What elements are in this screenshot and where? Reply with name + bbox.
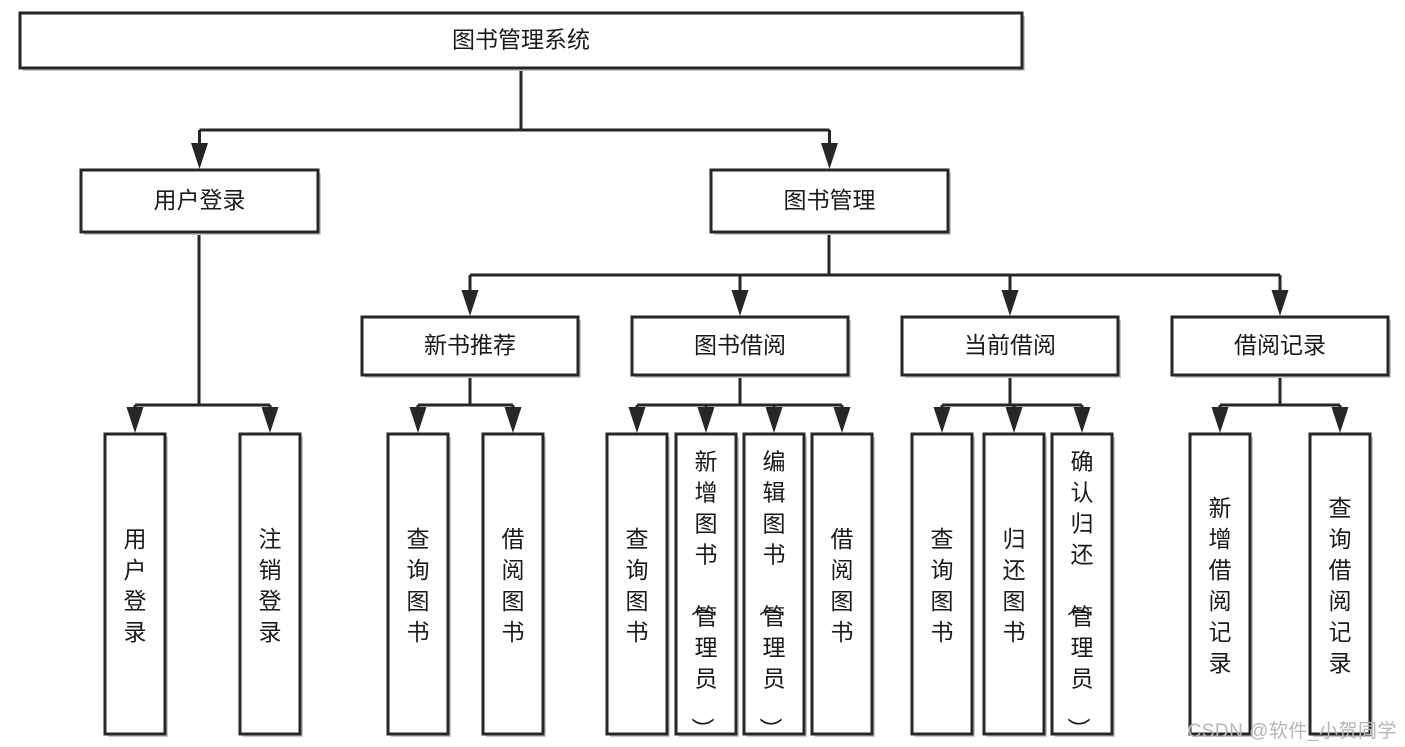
node-box[interactable] <box>982 432 1046 736</box>
node-label: 借阅图书 <box>831 526 854 645</box>
arrow-head-icon <box>1073 407 1091 433</box>
node-new-book-rec[interactable]: 新书推荐 <box>360 315 581 378</box>
node-label: 查询图书 <box>931 526 954 645</box>
node-label: 注销登录 <box>259 526 282 645</box>
node-leaf-query-book-a[interactable]: 查询图书 <box>386 432 451 737</box>
node-box[interactable] <box>810 432 874 736</box>
node-leaf-query-record[interactable]: 查询借阅记录 <box>1308 432 1373 737</box>
arrow-head-icon <box>409 407 427 433</box>
node-box[interactable] <box>1308 432 1372 736</box>
node-label: 新增图书（管理员） <box>690 449 718 741</box>
arrow-head-icon <box>821 143 838 169</box>
node-leaf-query-book-b[interactable]: 查询图书 <box>605 432 670 737</box>
node-label: 新增借阅记录 <box>1209 495 1232 676</box>
arrow-head-icon <box>261 407 279 433</box>
node-root[interactable]: 图书管理系统 <box>18 11 1025 71</box>
node-label: 图书管理系统 <box>452 27 590 53</box>
node-box[interactable] <box>481 432 545 736</box>
node-leaf-confirm-return[interactable]: 确认归还（管理员） <box>1050 432 1115 741</box>
connector-group-current-borrow <box>933 375 1091 433</box>
connector-group-book-manage <box>461 232 1289 316</box>
node-box[interactable] <box>630 315 850 377</box>
arrow-head-icon <box>1005 407 1023 433</box>
node-user-login[interactable]: 用户登录 <box>79 168 321 235</box>
node-leaf-add-record[interactable]: 新增借阅记录 <box>1188 432 1253 737</box>
node-label: 借阅图书 <box>502 526 525 645</box>
node-book-manage[interactable]: 图书管理 <box>709 168 951 235</box>
node-label: 当前借阅 <box>964 332 1056 358</box>
arrow-head-icon <box>933 407 951 433</box>
node-box[interactable] <box>18 11 1024 70</box>
node-leaf-return-book[interactable]: 归还图书 <box>982 432 1047 737</box>
arrow-head-icon <box>1271 290 1289 316</box>
arrow-head-icon <box>126 407 144 433</box>
node-box[interactable] <box>238 432 302 736</box>
arrow-head-icon <box>461 290 479 316</box>
node-label: 确认归还（管理员） <box>1066 449 1094 741</box>
connector-group-book-borrow <box>628 375 851 433</box>
node-label: 图书借阅 <box>694 332 786 358</box>
node-box[interactable] <box>900 315 1120 377</box>
node-book-borrow[interactable]: 图书借阅 <box>630 315 851 378</box>
node-label: 借阅记录 <box>1234 332 1326 358</box>
node-leaf-borrow-book-a[interactable]: 借阅图书 <box>481 432 546 737</box>
node-label: 图书管理 <box>784 187 876 213</box>
node-label: 查询图书 <box>626 526 649 645</box>
node-box[interactable] <box>605 432 669 736</box>
node-label: 用户登录 <box>154 187 246 213</box>
node-leaf-query-book-c[interactable]: 查询图书 <box>910 432 975 737</box>
node-label: 编辑图书（管理员） <box>758 449 786 741</box>
node-layer: 图书管理系统用户登录图书管理新书推荐图书借阅当前借阅借阅记录用户登录注销登录查询… <box>18 11 1391 741</box>
arrow-head-icon <box>1331 407 1349 433</box>
node-leaf-logout[interactable]: 注销登录 <box>238 432 303 737</box>
connector-layer <box>126 68 1349 433</box>
node-label: 用户登录 <box>124 526 147 645</box>
node-box[interactable] <box>360 315 580 377</box>
node-leaf-edit-book[interactable]: 编辑图书（管理员） <box>742 432 807 741</box>
node-box[interactable] <box>1050 432 1114 736</box>
node-current-borrow[interactable]: 当前借阅 <box>900 315 1121 378</box>
connector-group-new-book-rec <box>409 375 522 433</box>
watermark-label: CSDN @软件_小贺同学 <box>1187 721 1397 742</box>
node-leaf-add-book[interactable]: 新增图书（管理员） <box>674 432 739 741</box>
node-box[interactable] <box>79 168 320 234</box>
arrow-head-icon <box>1211 407 1229 433</box>
node-label: 查询借阅记录 <box>1329 495 1352 676</box>
arrow-head-icon <box>191 143 208 169</box>
node-label: 新书推荐 <box>424 332 516 358</box>
node-box[interactable] <box>910 432 974 736</box>
connector-group-user-login <box>126 232 279 433</box>
arrow-head-icon <box>765 407 783 433</box>
node-box[interactable] <box>386 432 450 736</box>
node-box[interactable] <box>1188 432 1252 736</box>
node-leaf-borrow-book-b[interactable]: 借阅图书 <box>810 432 875 737</box>
node-label: 归还图书 <box>1003 526 1026 645</box>
arrow-head-icon <box>1001 290 1019 316</box>
node-box[interactable] <box>103 432 167 736</box>
arrow-head-icon <box>504 407 522 433</box>
arrow-head-icon <box>697 407 715 433</box>
node-borrow-record[interactable]: 借阅记录 <box>1170 315 1391 378</box>
arrow-head-icon <box>731 290 749 316</box>
arrow-head-icon <box>833 407 851 433</box>
node-leaf-user-login[interactable]: 用户登录 <box>103 432 168 737</box>
node-box[interactable] <box>1170 315 1390 377</box>
node-box[interactable] <box>742 432 806 736</box>
node-box[interactable] <box>674 432 738 736</box>
node-box[interactable] <box>709 168 950 234</box>
connector-group-borrow-record <box>1211 375 1349 433</box>
arrow-head-icon <box>628 407 646 433</box>
node-label: 查询图书 <box>407 526 430 645</box>
connector-group-root <box>191 68 838 169</box>
